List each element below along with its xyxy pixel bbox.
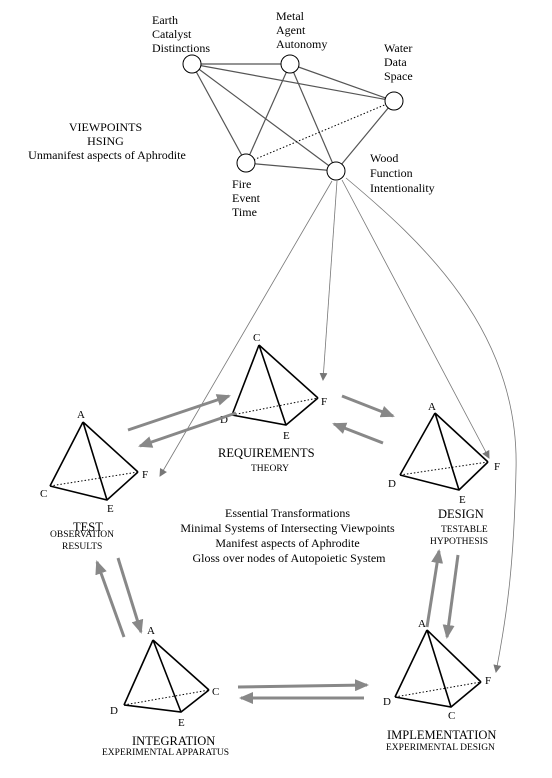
edge-metal-fire	[245, 63, 291, 164]
vertex-label: C	[448, 710, 455, 722]
node-water	[384, 91, 404, 111]
tetrahedron-requirements: C D E F REQUIREMENTS THEORY	[218, 332, 327, 474]
test-title: TEST	[73, 520, 103, 534]
requirements-title: REQUIREMENTS	[218, 446, 315, 460]
tetrahedron-implementation: A C D F IMPLEMENTATION EXPERIMENTAL DESI…	[383, 618, 496, 753]
node-fire-label: Fire Event Time	[232, 177, 263, 219]
node-earth	[182, 54, 202, 74]
edge-metal-water	[289, 63, 395, 102]
edge-earth-water	[191, 63, 395, 102]
implementation-to-design-arrow	[425, 549, 444, 628]
wood-to-requirements-arrow	[319, 180, 338, 381]
vertex-label: A	[147, 625, 155, 637]
vertex-label: E	[283, 430, 290, 442]
integration-subtitle: EXPERIMENTAL APPARATUS	[102, 748, 229, 758]
requirements-to-test-arrow	[138, 411, 237, 448]
transformations-caption: Essential Transformations Minimal System…	[180, 506, 397, 565]
vertex-label: C	[212, 686, 219, 698]
vertex-label: D	[220, 414, 228, 426]
node-wood-label: Wood Function Intentionality	[370, 151, 435, 195]
test-to-requirements-arrow	[127, 394, 231, 432]
vertex-label: D	[388, 478, 396, 490]
vertex-label: E	[459, 494, 466, 506]
vertex-label: F	[494, 461, 500, 473]
requirements-subtitle: THEORY	[251, 464, 289, 474]
tetrahedron-test: A C E F TEST OBSERVATION RESULTS	[40, 409, 148, 552]
edge-earth-wood	[191, 63, 337, 172]
wood-projection-arrows	[159, 177, 517, 673]
vertex-label: D	[110, 705, 118, 717]
implementation-subtitle: EXPERIMENTAL DESIGN	[386, 743, 495, 753]
node-fire	[236, 153, 256, 173]
requirements-to-design-arrow	[341, 394, 395, 418]
vertex-label: A	[428, 401, 436, 413]
vertex-label: F	[321, 396, 327, 408]
viewpoints-heading: VIEWPOINTS HSING Unmanifest aspects of A…	[28, 120, 186, 162]
design-subtitle: TESTABLE HYPOTHESIS	[430, 525, 490, 547]
integration-to-test-arrow	[95, 560, 126, 638]
vertex-label: E	[178, 717, 185, 729]
integration-to-implementation-arrow	[237, 679, 369, 692]
transformation-arrows	[95, 394, 460, 704]
test-to-integration-arrow	[116, 557, 144, 634]
test-subtitle: OBSERVATION RESULTS	[50, 530, 116, 552]
vertex-label: E	[107, 503, 114, 515]
vertex-label: C	[40, 488, 47, 500]
viewpoint-network: Earth Catalyst Distinctions Metal Agent …	[152, 9, 435, 219]
tetrahedron-design: A D E F DESIGN TESTABLE HYPOTHESIS	[388, 401, 500, 547]
integration-title: INTEGRATION	[132, 734, 215, 748]
node-metal-label: Metal Agent Autonomy	[276, 9, 327, 51]
edge-metal-wood	[289, 63, 337, 172]
implementation-title: IMPLEMENTATION	[387, 728, 496, 742]
edge-earth-fire	[191, 63, 247, 164]
tetrahedron-integration: A C D E INTEGRATION EXPERIMENTAL APPARAT…	[102, 625, 229, 758]
design-title: DESIGN	[438, 507, 484, 521]
edge-water-wood	[335, 100, 395, 172]
design-to-implementation-arrow	[442, 554, 460, 639]
vertex-label: D	[383, 696, 391, 708]
node-metal	[280, 54, 300, 74]
vertex-label: C	[253, 332, 260, 344]
vertex-label: A	[418, 618, 426, 630]
wood-to-design-arrow	[341, 179, 490, 459]
node-earth-label: Earth Catalyst Distinctions	[152, 13, 210, 55]
vertex-label: A	[77, 409, 85, 421]
edge-water-fire	[245, 100, 395, 164]
vertex-label: F	[142, 469, 148, 481]
node-wood	[326, 161, 346, 181]
wood-to-test-arrow	[159, 180, 333, 477]
wood-to-implementation-arrow	[345, 177, 517, 673]
edge-fire-wood	[245, 162, 337, 172]
vertex-label: F	[485, 675, 491, 687]
node-water-label: Water Data Space	[384, 41, 415, 83]
design-to-requirements-arrow	[332, 422, 384, 445]
